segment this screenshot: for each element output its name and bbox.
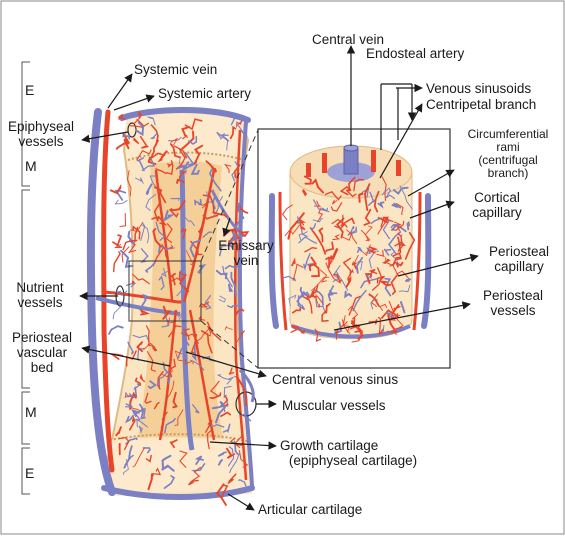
- zone-label-e1: E: [25, 82, 34, 98]
- label-growth-line2: (epiphyseal cartilage): [270, 453, 436, 468]
- label-emissary-line2: vein: [218, 253, 274, 268]
- label-emissary-line1: Emissary: [218, 238, 274, 253]
- distal-epiphysis: [108, 437, 252, 496]
- label-pves-line2: vessels: [472, 303, 554, 318]
- label-pcap-line1: Periosteal: [478, 244, 560, 259]
- label-circ-line4: branch): [454, 167, 562, 180]
- label-circumferential-rami: Circumferential rami (centrifugal branch…: [454, 128, 562, 180]
- label-growth-cartilage: Growth cartilage (epiphyseal cartilage): [270, 438, 436, 468]
- label-endosteal-artery: Endosteal artery: [366, 46, 464, 61]
- label-epiphyseal-line2: vessels: [3, 134, 79, 149]
- label-cortical-line2: capillary: [456, 205, 538, 220]
- zone-label-m2: M: [25, 404, 37, 420]
- label-centripetal-branch: Centripetal branch: [426, 97, 536, 112]
- label-nutrient-line1: Nutrient: [8, 280, 72, 295]
- label-epiphyseal-line1: Epiphyseal: [3, 119, 79, 134]
- label-growth-line1: Growth cartilage: [270, 438, 436, 453]
- label-venous-sinusoids: Venous sinusoids: [426, 81, 531, 96]
- zone-label-e2: E: [25, 465, 34, 481]
- label-systemic-vein: Systemic vein: [134, 62, 217, 77]
- label-central-vein: Central vein: [312, 32, 384, 47]
- capillary: [133, 282, 134, 283]
- magnified-section: [258, 129, 450, 368]
- label-periosteal-capillary: Periosteal capillary: [478, 244, 560, 274]
- label-systemic-artery: Systemic artery: [158, 86, 251, 101]
- label-pves-line1: Periosteal: [472, 288, 554, 303]
- label-pvb-line3: bed: [6, 360, 78, 375]
- label-nutrient-vessels: Nutrient vessels: [8, 280, 72, 310]
- label-pvb-line1: Periosteal: [6, 330, 78, 345]
- label-epiphyseal-vessels: Epiphyseal vessels: [3, 119, 79, 149]
- label-nutrient-line2: vessels: [8, 295, 72, 310]
- label-cortical-capillary: Cortical capillary: [456, 190, 538, 220]
- label-pvb-line2: vascular: [6, 345, 78, 360]
- label-articular-cartilage: Articular cartilage: [258, 502, 362, 517]
- label-muscular-vessels: Muscular vessels: [282, 398, 386, 413]
- label-central-venous-sinus: Central venous sinus: [272, 372, 398, 387]
- label-pcap-line2: capillary: [478, 259, 560, 274]
- label-cortical-line1: Cortical: [456, 190, 538, 205]
- label-periosteal-vascular-bed: Periosteal vascular bed: [6, 330, 78, 375]
- capillary: [408, 223, 410, 230]
- label-emissary-vein: Emissary vein: [218, 238, 274, 268]
- label-periosteal-vessels: Periosteal vessels: [472, 288, 554, 318]
- zone-label-m1: M: [25, 158, 37, 174]
